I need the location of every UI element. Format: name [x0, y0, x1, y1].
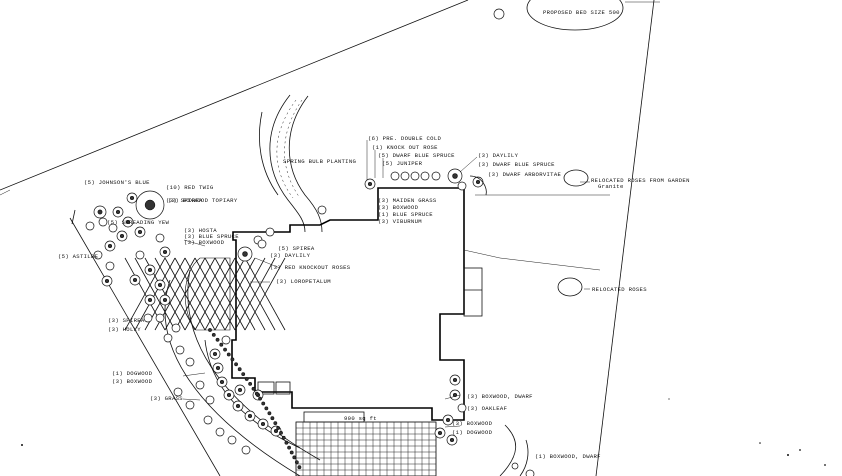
- misc-marks: [21, 398, 826, 476]
- label-l11: (3) MAIDEN GRASS: [378, 197, 437, 204]
- label-l15: SPRING BULB PLANTING: [283, 158, 356, 165]
- label-l30: (3) OAKLEAF: [467, 405, 507, 412]
- label-l35: RELOCATED ROSES FROM GARDEN: [591, 177, 690, 184]
- label-l29: (3) BOXWOOD, DWARF: [467, 393, 533, 400]
- label-l22: (5) SPIREA: [278, 245, 315, 252]
- driveway: [259, 94, 323, 233]
- label-l21: (5) ASTILBE: [58, 253, 99, 260]
- bed-size-label: PROPOSED BED SIZE 500: [543, 9, 620, 16]
- label-l14: (3) VIBURNUM: [378, 218, 422, 225]
- plant-symbols: [85, 168, 535, 476]
- label-l02: (1) KNOCK OUT ROSE: [372, 144, 438, 151]
- label-l32: (1) DOGWOOD: [452, 429, 493, 436]
- label-l17: (5) SPREADING YEW: [107, 219, 170, 226]
- label-l01: (6) PRE. DOUBLE COLD: [368, 135, 441, 142]
- bluestone-patio: [295, 421, 437, 476]
- proposed-bed: PROPOSED BED SIZE 500: [493, 0, 660, 31]
- right-side-features: [463, 169, 610, 297]
- label-l03: (5) DWARF BLUE SPRUCE: [378, 152, 455, 159]
- house-footprint: 900 sq ft: [231, 187, 483, 423]
- label-l33: (1) BOXWOOD, DWARF: [535, 453, 601, 460]
- label-l09: (10) RED TWIG: [166, 184, 214, 191]
- label-l12: (3) BOXWOOD: [378, 204, 419, 211]
- label-l06: (3) DWARF BLUE SPRUCE: [478, 161, 555, 168]
- label-l20: (3) BOXWOOD: [184, 239, 225, 246]
- label-l13: (1) BLUE SPRUCE: [378, 211, 433, 218]
- leader-lines: [182, 140, 590, 428]
- patio-size-label: 900 sq ft: [344, 415, 377, 422]
- label-l07: (3) DWARF ARBORVITAE: [488, 171, 561, 178]
- label-l37: (3) GRASS: [150, 395, 183, 402]
- label-l26: (3) HOLLY: [108, 326, 141, 333]
- label-l08: (5) JOHNSON'S BLUE: [84, 179, 150, 186]
- label-l27: (1) DOGWOOD: [112, 370, 153, 377]
- label-l04: (3) DAYLILY: [478, 152, 519, 159]
- label-l34: RELOCATED ROSES: [592, 286, 647, 293]
- label-l25: (3) SPIREA: [108, 317, 145, 324]
- label-l28: (3) BOXWOOD: [112, 378, 153, 385]
- label-l36: Granite: [598, 183, 624, 190]
- label-l38: (3) RED KNOCKOUT ROSES: [270, 264, 351, 271]
- label-l24: (3) LOROPETALUM: [276, 278, 331, 285]
- label-l19: (3) BLUE SPRUCE: [184, 233, 239, 240]
- label-l16: (3) BOXWOOD TOPIARY: [168, 197, 238, 204]
- label-l31: (3) BOXWOOD: [452, 420, 493, 427]
- plant-labels: (6) PRE. DOUBLE COLD (1) KNOCK OUT ROSE …: [58, 135, 690, 460]
- label-l10: (3) SPIREA: [166, 197, 203, 204]
- property-lines: [0, 0, 655, 476]
- label-l05: (5) JUNIPER: [382, 160, 423, 167]
- label-l23: (3) DAYLILY: [270, 252, 311, 259]
- label-l18: (3) HOSTA: [184, 227, 217, 234]
